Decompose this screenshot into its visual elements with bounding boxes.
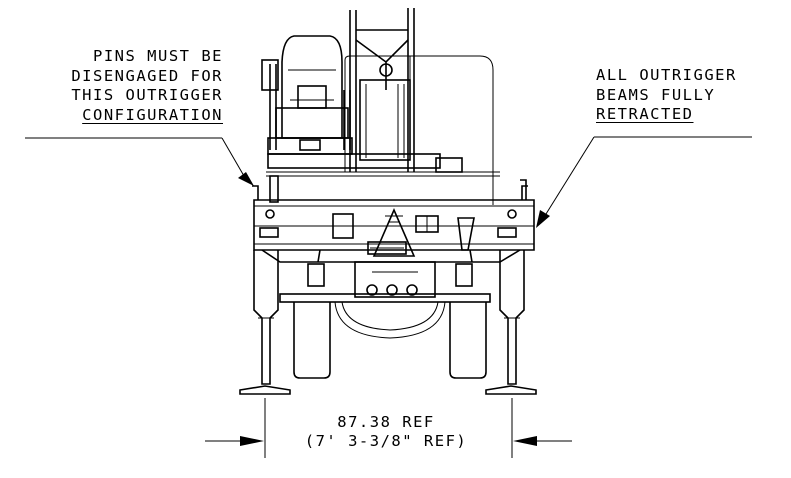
operator-seat: [261, 35, 351, 150]
pin-callout-line: PINS MUST BE: [93, 47, 223, 65]
left-outrigger-leg: [239, 250, 291, 395]
mast: [349, 8, 415, 172]
pin-callout: PINS MUST BE DISENGAGED FOR THIS OUTRIGG…: [71, 47, 223, 125]
beam-callout-line: ALL OUTRIGGER: [596, 66, 737, 84]
width-dimension: 87.38 REF (7' 3-3/8" REF): [0, 413, 772, 451]
beam-callout-line: RETRACTED: [596, 105, 694, 123]
beam-callout-line: BEAMS FULLY: [596, 85, 716, 104]
dimension-imperial: (7' 3-3/8" REF): [304, 432, 468, 450]
upper-deck: [266, 137, 500, 203]
main-frame: [252, 179, 535, 257]
axle-assembly: [261, 249, 521, 303]
pin-callout-line: DISENGAGED FOR: [71, 66, 223, 85]
dimension-value: 87.38 REF: [337, 413, 435, 431]
beam-callout: ALL OUTRIGGER BEAMS FULLY RETRACTED: [596, 66, 737, 125]
wheels: [293, 301, 487, 379]
pin-callout-line: CONFIGURATION: [82, 105, 223, 124]
dimension-marks: [205, 398, 572, 458]
right-leader: [536, 136, 752, 228]
cab-outline: [344, 55, 494, 205]
pin-callout-line: THIS OUTRIGGER: [71, 86, 223, 104]
right-outrigger-leg: [485, 250, 537, 395]
left-leader: [25, 137, 254, 186]
